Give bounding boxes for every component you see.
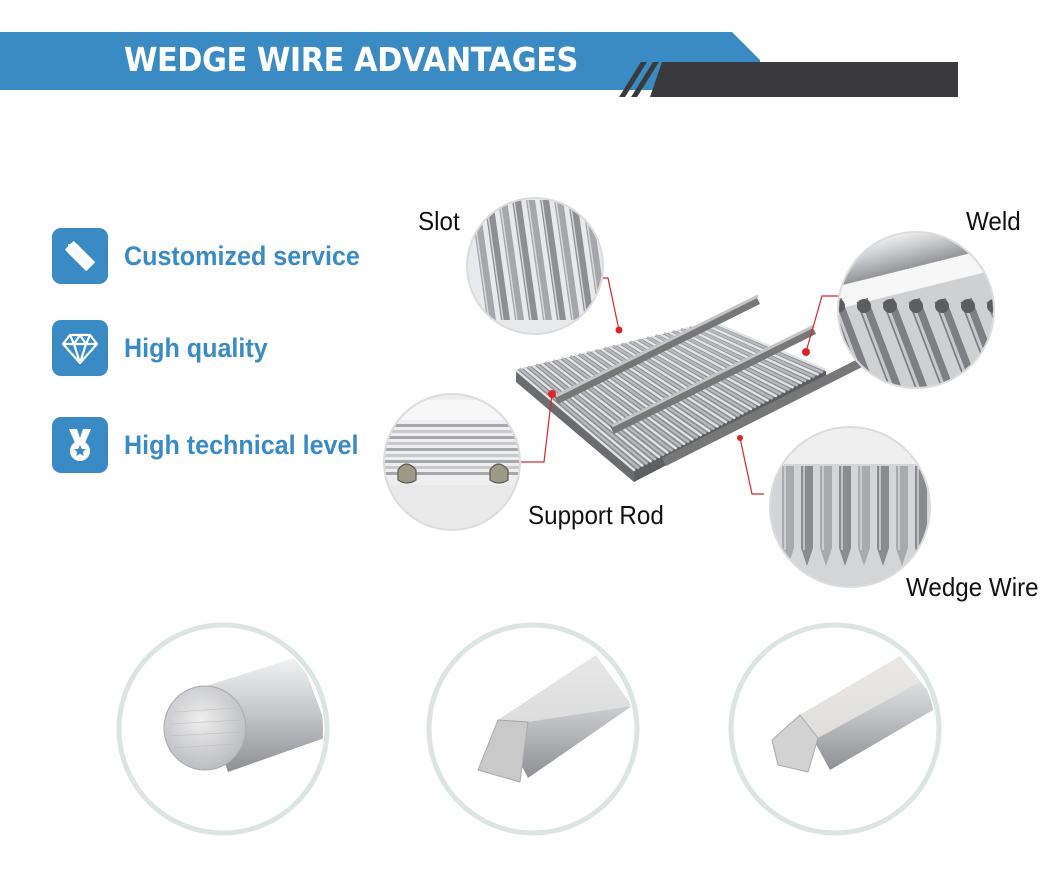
wedge-wire-detail-circle bbox=[769, 426, 931, 588]
callout-wedge-wire-label: Wedge Wire bbox=[906, 572, 1039, 602]
advantage-label: Customized service bbox=[124, 240, 360, 271]
callout-dots bbox=[548, 326, 810, 441]
medal-icon bbox=[52, 417, 108, 473]
callout-slot-label: Slot bbox=[418, 206, 460, 236]
banner-dark-bar bbox=[650, 62, 958, 97]
diamond-icon bbox=[52, 320, 108, 376]
round-rod-profile-icon bbox=[116, 622, 330, 836]
advantage-item-customized-service: Customized service bbox=[52, 228, 378, 284]
callout-support-rod-label: Support Rod bbox=[528, 500, 664, 530]
advantage-label: High quality bbox=[124, 332, 268, 363]
callout-weld-label: Weld bbox=[966, 206, 1021, 236]
header-banner: WEDGE WIRE ADVANTAGES bbox=[0, 0, 1060, 110]
page-title: WEDGE WIRE ADVANTAGES bbox=[124, 40, 578, 79]
trapezoid-wire-profile-icon bbox=[728, 622, 942, 836]
advantage-label: High technical level bbox=[124, 429, 359, 460]
pencil-ruler-icon bbox=[52, 228, 108, 284]
slot-detail-circle bbox=[466, 197, 604, 335]
advantage-item-high-technical-level: High technical level bbox=[52, 417, 376, 473]
advantage-item-high-quality: High quality bbox=[52, 320, 279, 376]
support-rod-detail-circle bbox=[383, 393, 521, 531]
wedge-wire-panel bbox=[514, 294, 865, 482]
triangle-wire-profile-icon bbox=[426, 622, 640, 836]
